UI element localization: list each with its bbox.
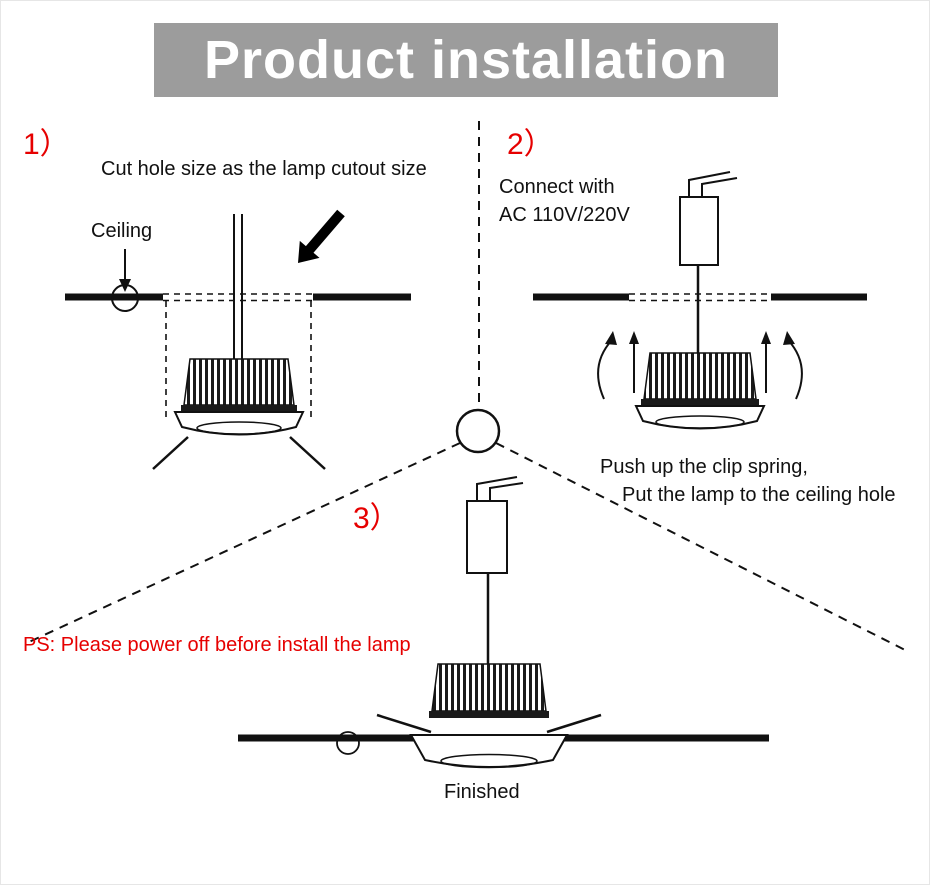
lamp-lens [196,421,282,435]
lamp-heatsink [431,663,547,712]
lamp-lens [655,415,745,429]
light-beam-left [152,436,189,470]
finished-label: Finished [444,781,520,803]
lamp-heatsink [643,352,757,400]
step2-instruction-line2: Put the lamp to the ceiling hole [622,484,896,506]
step1-diagram [65,209,411,470]
push-arc-left [597,339,613,400]
push-arc-arrowhead-right-icon [783,331,795,345]
clip-spring-left [376,713,432,734]
lamp-trim-ring [173,411,305,436]
driver-input-wire-1 [476,476,518,501]
step1-number: 1） [23,128,70,161]
step3-number: 3） [353,502,400,535]
driver-input-wire-2 [701,177,738,197]
driver-input-wire-2 [489,482,524,501]
clip-spring-right [546,713,602,734]
lamp-trim-ring [409,734,569,768]
push-arc-right [787,339,803,400]
center-dashed-line-left [28,442,461,643]
step2-diagram [533,171,867,430]
push-arc-arrowhead-left-icon [605,331,617,345]
lamp-lens [440,753,538,769]
center-dashed-line-right [495,442,908,652]
lamp-heatsink [183,358,295,406]
ceiling-marker-circle [336,731,360,755]
lamp-base-band [181,405,297,412]
step1-caption: Cut hole size as the lamp cutout size [101,158,427,180]
center-connector [28,121,908,652]
step2-instruction-line1: Push up the clip spring, [600,456,808,478]
power-off-warning: PS: Please power off before install the … [23,634,411,656]
ceiling-marker-circle [111,284,139,312]
center-node-circle [455,408,501,454]
driver-box [466,500,508,574]
lamp-base-band [429,711,549,718]
page-title: Product installation [203,30,729,90]
clip-arrowhead-left-icon [629,331,639,344]
step2-number: 2） [507,128,554,161]
light-beam-right [289,436,326,470]
down-left-arrow-icon [298,209,345,263]
step3-diagram [238,476,769,769]
driver-box [679,196,719,266]
clip-arrowhead-right-icon [761,331,771,344]
header-banner: Product installation [154,23,778,97]
driver-input-wire-1 [688,171,731,197]
step2-connect-line1: Connect with [499,176,615,198]
lamp-trim-ring [634,405,766,430]
step2-connect-line2: AC 110V/220V [499,204,630,226]
lamp-base-band [641,399,759,406]
ceiling-label: Ceiling [91,220,153,242]
